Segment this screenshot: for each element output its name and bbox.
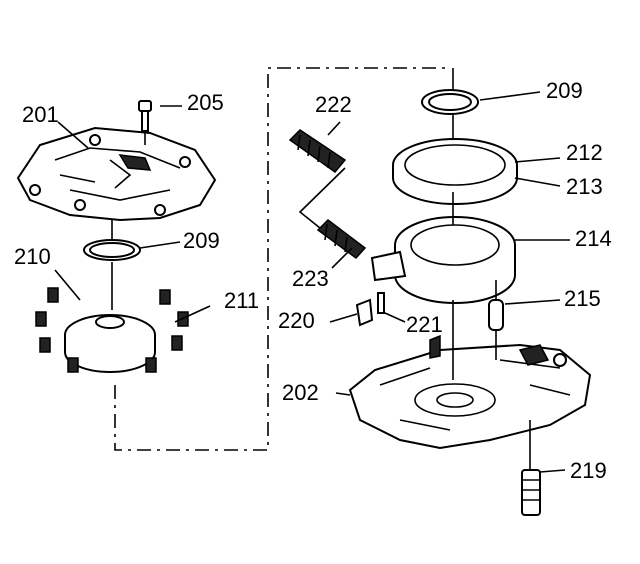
label-201: 201 — [22, 102, 59, 127]
part-202-pump-body — [348, 334, 592, 450]
label-214: 214 — [575, 226, 612, 251]
label-210: 210 — [14, 244, 51, 269]
label-205: 205 — [187, 90, 224, 115]
label-213: 213 — [566, 174, 603, 199]
label-211: 211 — [224, 288, 259, 313]
label-222: 222 — [315, 92, 352, 117]
connector-line — [114, 67, 450, 451]
label-215: 215 — [564, 286, 601, 311]
label-220: 220 — [278, 308, 315, 333]
part-222-spring — [288, 129, 347, 174]
part-212-213-ring — [392, 138, 518, 205]
part-219-plug — [521, 469, 541, 516]
label-219: 219 — [570, 458, 607, 483]
right-axis-lines — [452, 68, 531, 470]
part-211-rotor — [35, 287, 189, 373]
part-223-spring — [316, 219, 367, 260]
part-201-cover — [16, 126, 217, 222]
spring-guide-line — [298, 167, 346, 229]
part-205-bolt — [138, 100, 152, 132]
label-202: 202 — [282, 380, 319, 405]
leader-lines — [54, 91, 570, 473]
part-221-pin — [377, 292, 385, 314]
part-215-pivot-pin — [488, 299, 504, 331]
label-212: 212 — [566, 140, 603, 165]
label-209-right: 209 — [546, 78, 583, 103]
part-209-seal-ring-left — [83, 239, 141, 261]
left-axis-lines — [111, 131, 146, 310]
part-220-seal — [355, 298, 374, 327]
label-221: 221 — [406, 312, 443, 337]
part-209-seal-ring-right — [421, 89, 479, 115]
label-223: 223 — [292, 266, 329, 291]
label-209-left: 209 — [183, 228, 220, 253]
part-214-slide — [370, 216, 516, 304]
